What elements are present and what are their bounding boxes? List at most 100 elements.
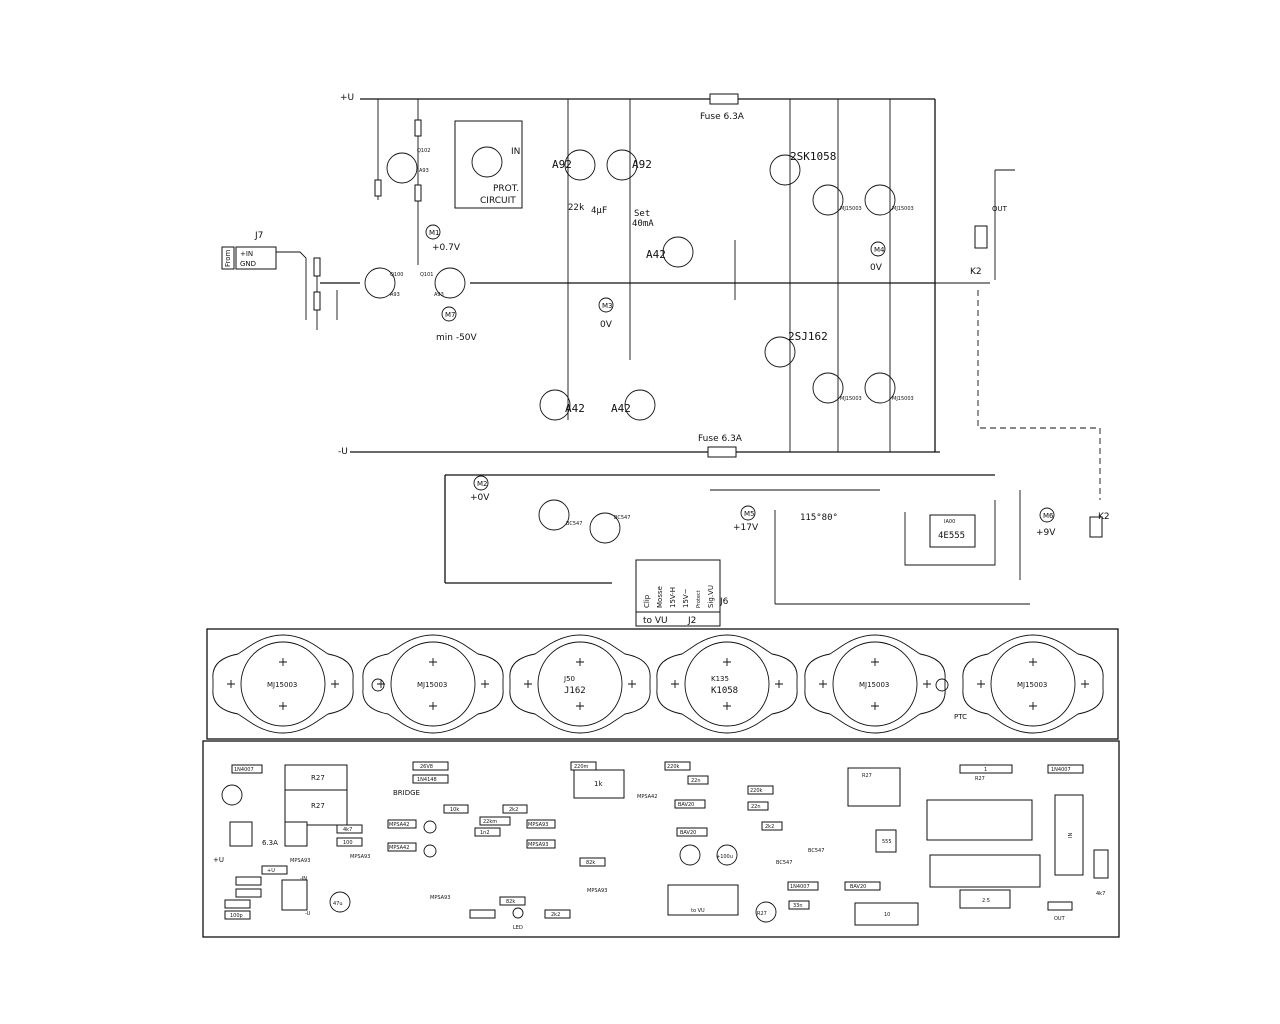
transistor-q104 bbox=[564, 149, 596, 181]
test-point-m1 bbox=[425, 224, 441, 240]
hand-40ma: 40mA bbox=[632, 219, 654, 229]
pcb-plus-u-terminal bbox=[1093, 849, 1109, 879]
pos-rail-label: +U bbox=[340, 93, 354, 103]
m1-id: M1 bbox=[429, 229, 440, 237]
pcb-diode-1n4007-c bbox=[1047, 764, 1084, 774]
input-gnd-label: GND bbox=[240, 260, 256, 268]
pcb-res-1ohm bbox=[959, 764, 1013, 774]
amplifier-schematic: +U -U Fuse 6.3A Fuse 6.3A From +IN GND J… bbox=[221, 93, 1110, 627]
pcb-220k-b-label: 220k bbox=[750, 788, 763, 794]
pcb-cap-1u bbox=[679, 844, 701, 866]
neg-rail-label: -U bbox=[338, 447, 348, 457]
m1-value: +0.7V bbox=[432, 243, 461, 253]
pcb-in-label: -IN bbox=[300, 876, 307, 882]
pcb-res-220k-b bbox=[747, 785, 774, 795]
j6-pin-sigvu: Sig.VU bbox=[707, 585, 715, 608]
pcb-mpsa93-b: MPSA93 bbox=[350, 854, 370, 860]
transistor-q106 bbox=[539, 389, 571, 421]
test-point-m4 bbox=[870, 241, 886, 257]
pcb-res-4k7-2 bbox=[261, 865, 288, 875]
pcb-bav20-c-label: BAV20 bbox=[850, 884, 866, 890]
j6-pin-protect: Protect bbox=[696, 590, 702, 608]
hand-4uf: 4µF bbox=[591, 206, 607, 216]
pcb-10-label: 10 bbox=[884, 912, 890, 918]
test-point-m2 bbox=[473, 475, 489, 491]
j6-label: J6 bbox=[719, 597, 729, 607]
ptc-label: PTC bbox=[954, 713, 967, 721]
pcb-mpsa93-d bbox=[526, 839, 556, 849]
pcb-out-label: OUT bbox=[1054, 916, 1066, 922]
pcb-mpsa93-d-label: MPSA93 bbox=[528, 842, 548, 848]
protection-circuit-block bbox=[454, 120, 523, 209]
pcb-res-4k7 bbox=[336, 824, 363, 834]
mosfet-q110 bbox=[769, 154, 801, 186]
input-pin-block bbox=[235, 246, 277, 270]
q115-type: MJ15003 bbox=[892, 396, 914, 402]
j6-pin-mosse: Mosse bbox=[656, 586, 664, 608]
input-resistor-r103 bbox=[313, 257, 321, 277]
pcb-mpsa93-a: MPSA93 bbox=[290, 858, 310, 864]
pcb-led-label: LED bbox=[513, 925, 523, 931]
pcb-bav20-a bbox=[674, 799, 706, 809]
ic-555 bbox=[929, 514, 976, 548]
pcb-cap-47u bbox=[329, 891, 351, 913]
pcb-res-22k bbox=[235, 876, 262, 886]
pcb-100-label: 100 bbox=[343, 840, 353, 846]
transistor-q113 bbox=[812, 372, 844, 404]
m6-id: M6 bbox=[1043, 512, 1054, 520]
pcb-resistor-10 bbox=[854, 902, 919, 926]
pcb-mpsa42-a-label: MPSA42 bbox=[389, 822, 409, 828]
power-device-label-3-0: K135 bbox=[711, 675, 729, 683]
pcb-r27-a: R27 bbox=[311, 774, 325, 782]
pcb-33n-label: 33n bbox=[793, 903, 803, 909]
pcb-res-82k-b bbox=[579, 857, 606, 867]
pcb-100u-label: +100u bbox=[716, 854, 733, 860]
hand-2sk1058: 2SK1058 bbox=[790, 150, 836, 163]
resistor-r101 bbox=[414, 119, 422, 137]
transistor-q102 bbox=[386, 152, 418, 184]
pcb-22km-label: 22km bbox=[483, 819, 497, 825]
q114-type: MJ15003 bbox=[892, 206, 914, 212]
pcb-res-22km bbox=[479, 816, 511, 826]
pcb-fuseholder-3 bbox=[1054, 794, 1084, 876]
j2-label: J2 bbox=[687, 616, 696, 626]
j7-label: J7 bbox=[254, 231, 263, 241]
pcb-cap-2-5 bbox=[959, 889, 1011, 909]
m2-value: +0V bbox=[470, 493, 490, 503]
pcb-electrolytic-1 bbox=[221, 784, 243, 806]
input-connector bbox=[221, 246, 235, 270]
output-resistor bbox=[974, 225, 988, 249]
relay-k2-coil-label: K2 bbox=[1098, 512, 1110, 522]
relay-k2-label: K2 bbox=[970, 267, 982, 277]
pcb-relay bbox=[926, 799, 1033, 841]
pcb-res-10k bbox=[443, 804, 469, 814]
m5-value: +17V bbox=[733, 523, 759, 533]
m4-id: M4 bbox=[874, 246, 885, 254]
hand-a42-1: A42 bbox=[565, 402, 585, 415]
pcb-cap-15p-b bbox=[423, 844, 437, 858]
transistor-q115 bbox=[864, 372, 896, 404]
transistor-q107 bbox=[624, 389, 656, 421]
pcb-22n-label: 22n bbox=[691, 778, 701, 784]
test-point-m6 bbox=[1039, 507, 1055, 523]
pcb-minus-in-label: -U bbox=[305, 911, 311, 917]
hand-a42-2: A42 bbox=[611, 402, 631, 415]
transistor-q101 bbox=[434, 267, 466, 299]
relay-coil-k2 bbox=[1089, 516, 1103, 538]
input-in-label: +IN bbox=[240, 250, 253, 258]
power-device-label-0-0: MJ15003 bbox=[267, 681, 297, 689]
pcb-diode-1n4148 bbox=[412, 774, 449, 784]
pcb-ic-555-socket bbox=[875, 829, 897, 853]
pcb-cap-22n bbox=[687, 775, 709, 785]
q101-type: A93 bbox=[434, 292, 444, 298]
power-device-label-2-1: J162 bbox=[564, 686, 586, 696]
m5-id: M5 bbox=[744, 510, 755, 518]
pcb-cap-4u7 bbox=[755, 901, 777, 923]
j6-pin-15vh: 15V-H bbox=[669, 587, 677, 608]
power-device-5: MJ15003 bbox=[962, 634, 1104, 734]
pcb-zener-26v8 bbox=[412, 761, 449, 771]
pcb-minus-u: +U bbox=[213, 856, 224, 864]
